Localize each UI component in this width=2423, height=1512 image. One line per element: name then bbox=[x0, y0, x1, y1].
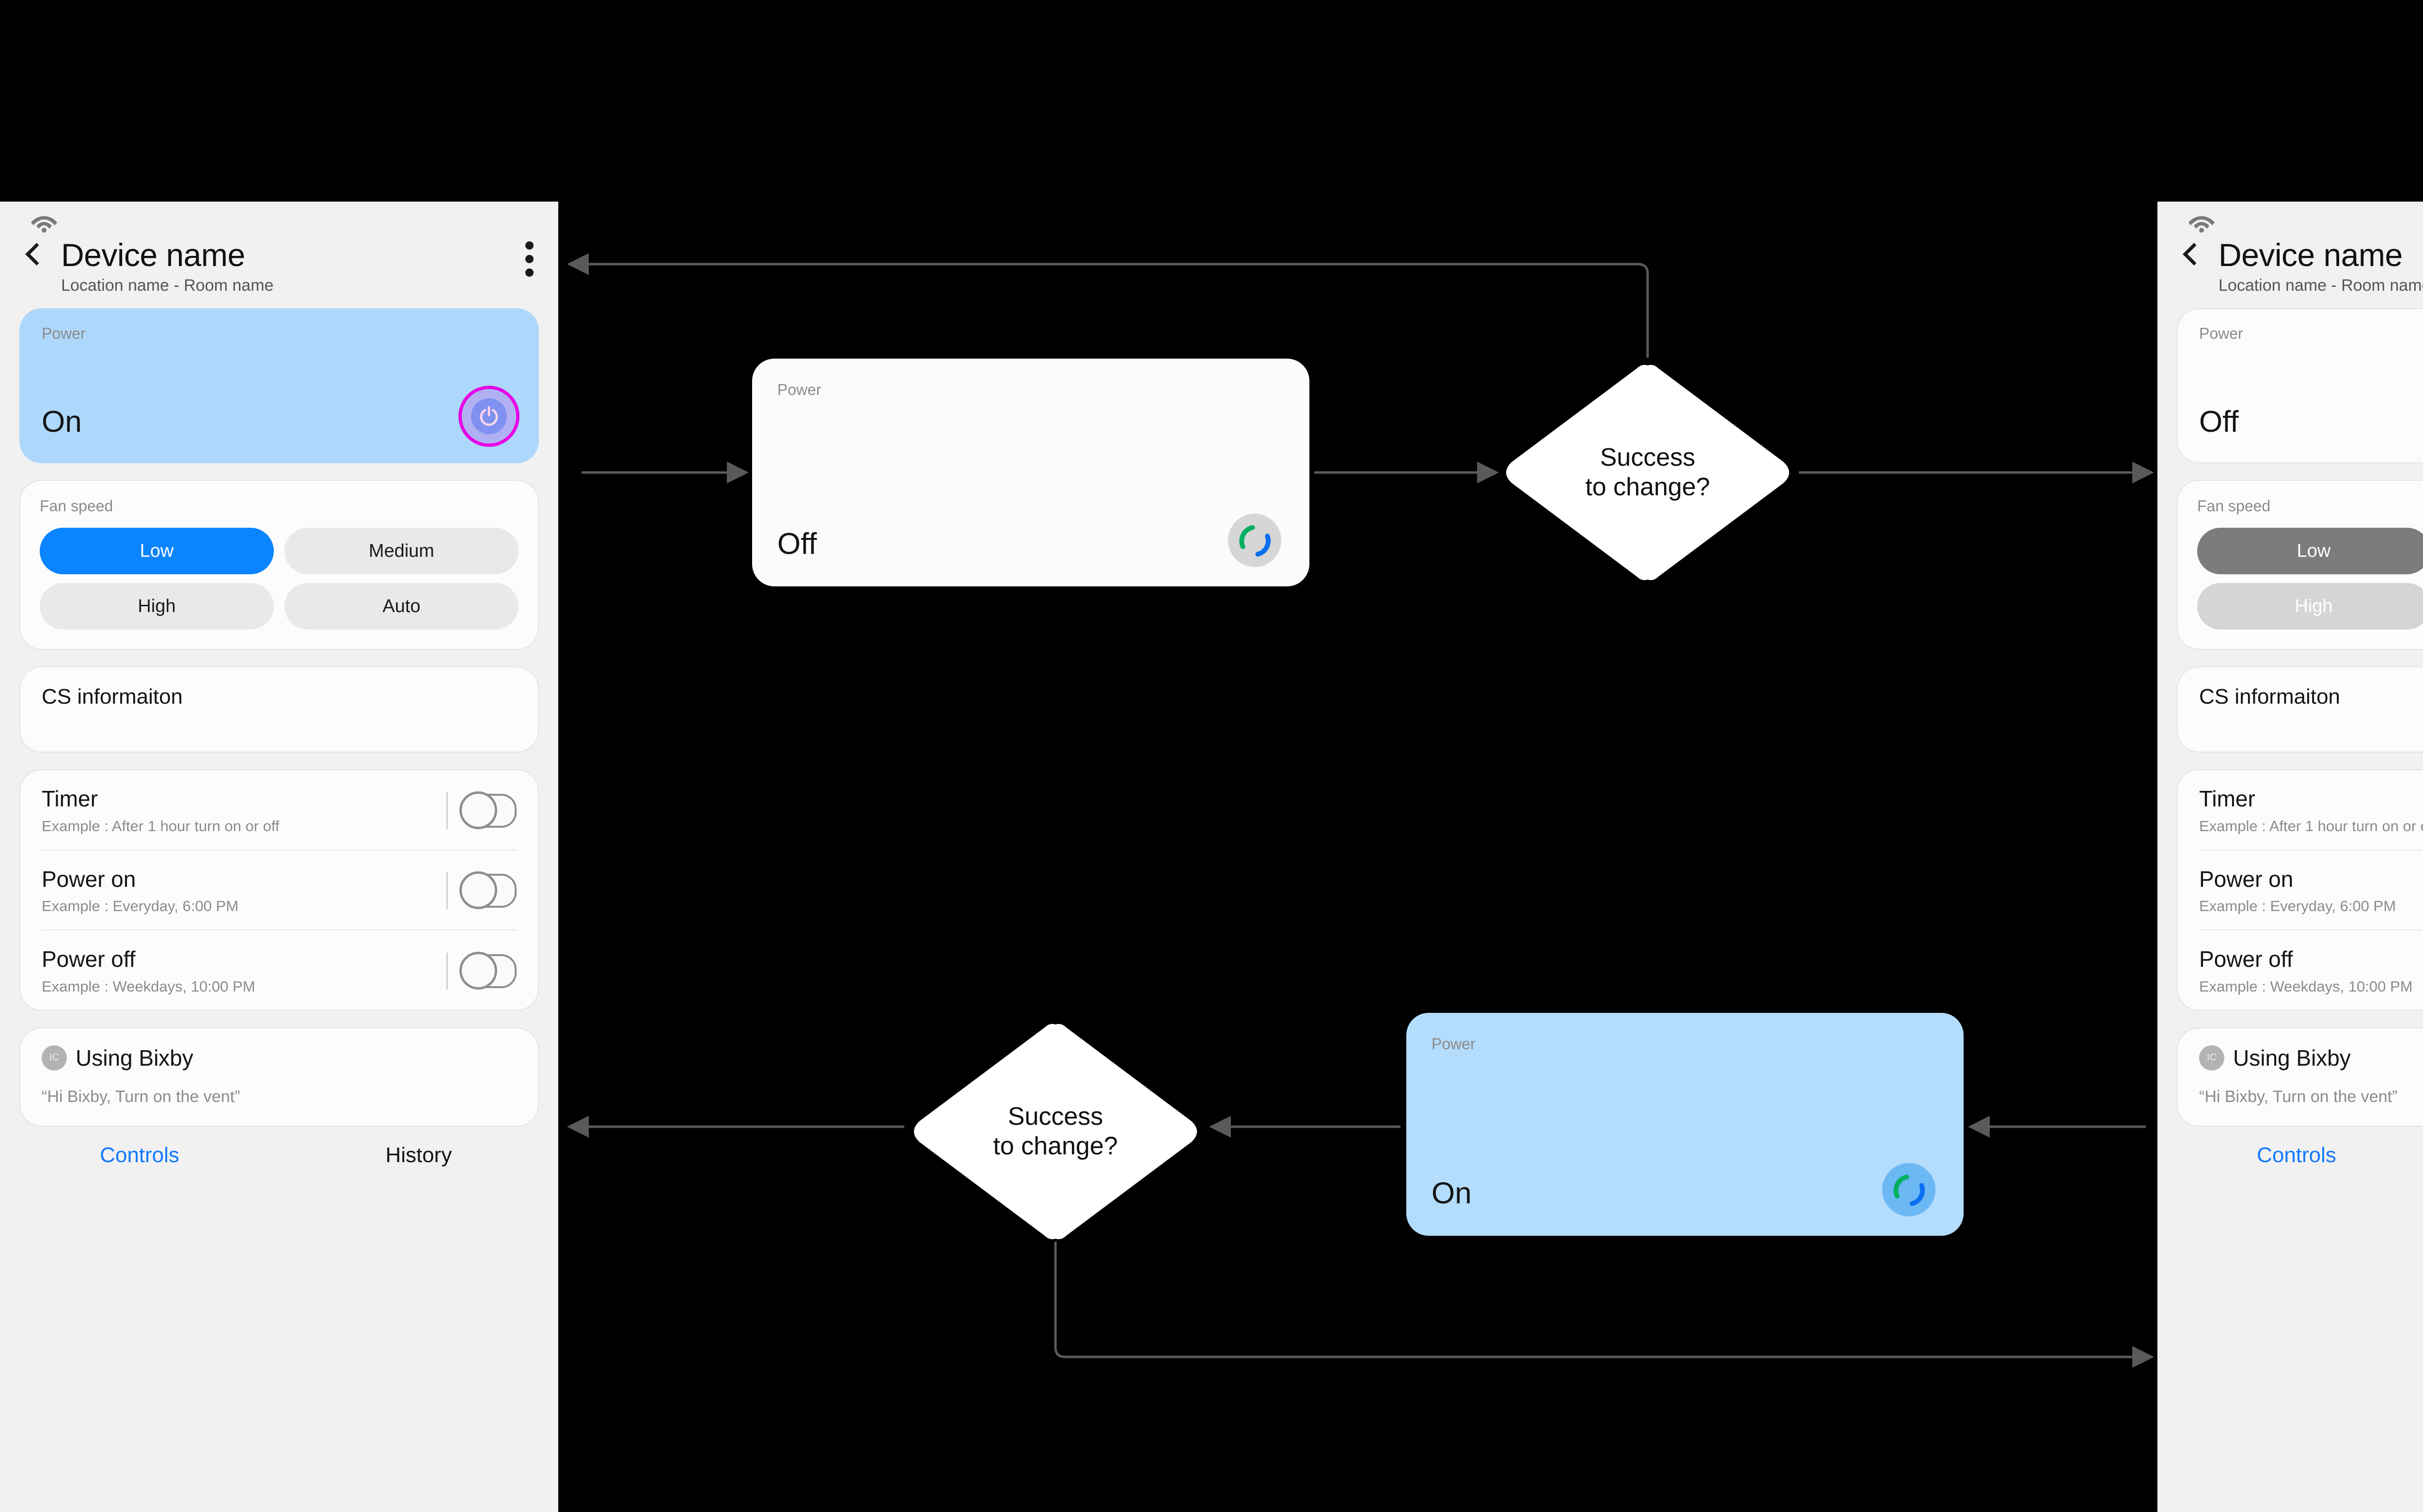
power-card[interactable]: Power On bbox=[19, 308, 539, 463]
cs-information-card[interactable]: CS informaiton bbox=[19, 666, 539, 753]
power-on-toggle[interactable] bbox=[459, 871, 517, 910]
fan-speed-label: Fan speed bbox=[2197, 497, 2271, 515]
fan-speed-option-auto[interactable]: Auto bbox=[284, 583, 519, 630]
arrow-decision-bottom-loop bbox=[1054, 1242, 2154, 1368]
power-button[interactable] bbox=[458, 386, 519, 447]
bixby-quote: “Hi Bixby, Turn on the vent” bbox=[42, 1087, 240, 1106]
divider bbox=[446, 792, 448, 829]
fan-speed-card: Fan speed Low Medium High Auto bbox=[2177, 480, 2423, 650]
avatar: IC bbox=[2199, 1045, 2224, 1071]
loading-spinner-icon bbox=[1228, 514, 1281, 567]
decision-label-line1: Success bbox=[1600, 443, 1696, 472]
cs-information-card[interactable]: CS informaiton bbox=[2177, 666, 2423, 753]
decision-node-success-top: Success to change? bbox=[1502, 359, 1793, 586]
app-bar: Device name Location name - Room name bbox=[0, 231, 558, 308]
power-state-value: On bbox=[42, 405, 82, 439]
arrow-decision-top-loop bbox=[567, 253, 1649, 358]
kebab-menu-icon[interactable] bbox=[525, 241, 536, 282]
tab-controls[interactable]: Controls bbox=[2257, 1143, 2336, 1167]
timer-toggle[interactable] bbox=[459, 791, 517, 829]
back-icon[interactable] bbox=[2177, 241, 2205, 269]
flow-power-label: Power bbox=[777, 381, 821, 398]
decision-label-line2: to change? bbox=[1585, 473, 1710, 501]
fan-speed-option-low[interactable]: Low bbox=[2197, 528, 2423, 574]
flow-node-power-on: Power On bbox=[1406, 1013, 1964, 1236]
bixby-title: Using Bixby bbox=[76, 1045, 193, 1071]
decision-label-line2: to change? bbox=[993, 1132, 1118, 1160]
bixby-card[interactable]: IC Using Bixby “Hi Bixby, Turn on the ve… bbox=[2177, 1027, 2423, 1127]
fan-speed-option-low[interactable]: Low bbox=[40, 528, 274, 574]
bixby-quote: “Hi Bixby, Turn on the vent” bbox=[2199, 1087, 2398, 1106]
fan-speed-card: Fan speed Low Medium High Auto bbox=[19, 480, 539, 650]
power-label: Power bbox=[2199, 325, 2243, 342]
page-subtitle: Location name - Room name bbox=[61, 276, 274, 295]
timer-example: Example : Everyday, 6:00 PM bbox=[2199, 898, 2396, 915]
page-subtitle: Location name - Room name bbox=[2218, 276, 2423, 295]
timer-card: Timer Example : After 1 hour turn on or … bbox=[19, 769, 539, 1011]
timer-example: Example : Weekdays, 10:00 PM bbox=[2199, 977, 2413, 995]
focus-ring bbox=[458, 386, 519, 447]
timer-title: Power on bbox=[2199, 866, 2294, 892]
timer-example: Example : Weekdays, 10:00 PM bbox=[42, 977, 255, 995]
fan-speed-option-medium[interactable]: Medium bbox=[284, 528, 519, 574]
loading-spinner-icon bbox=[1882, 1163, 1935, 1216]
bixby-card[interactable]: IC Using Bixby “Hi Bixby, Turn on the ve… bbox=[19, 1027, 539, 1127]
power-off-toggle[interactable] bbox=[459, 951, 517, 990]
timer-title: Timer bbox=[2199, 786, 2255, 811]
list-item[interactable]: Power on Example : Everyday, 6:00 PM bbox=[2199, 849, 2423, 930]
decision-label-line1: Success bbox=[1007, 1102, 1103, 1131]
page-title: Device name bbox=[61, 237, 245, 273]
list-item[interactable]: Power off Example : Weekdays, 10:00 PM bbox=[2199, 929, 2423, 1010]
wifi-icon bbox=[31, 216, 57, 233]
bottom-tabs: Controls History bbox=[0, 1143, 558, 1167]
list-item[interactable]: Power on Example : Everyday, 6:00 PM bbox=[42, 849, 517, 930]
fan-speed-option-high[interactable]: High bbox=[40, 583, 274, 630]
timer-title: Power off bbox=[2199, 946, 2293, 972]
divider bbox=[446, 952, 448, 990]
phone-screen-right: Device name Location name - Room name Po… bbox=[2157, 202, 2423, 1512]
timer-example: Example : Everyday, 6:00 PM bbox=[42, 898, 239, 915]
bottom-tabs: Controls History bbox=[2157, 1143, 2423, 1167]
list-item[interactable]: Timer Example : After 1 hour turn on or … bbox=[2199, 770, 2423, 850]
bixby-title: Using Bixby bbox=[2233, 1045, 2351, 1071]
power-card[interactable]: Power Off bbox=[2177, 308, 2423, 463]
timer-card: Timer Example : After 1 hour turn on or … bbox=[2177, 769, 2423, 1011]
back-icon[interactable] bbox=[19, 241, 47, 269]
flow-power-state: Off bbox=[777, 527, 817, 561]
tab-controls[interactable]: Controls bbox=[100, 1143, 179, 1167]
list-item[interactable]: Power off Example : Weekdays, 10:00 PM bbox=[42, 929, 517, 1010]
fan-speed-option-high[interactable]: High bbox=[2197, 583, 2423, 630]
fan-speed-label: Fan speed bbox=[40, 497, 113, 515]
status-bar bbox=[0, 202, 558, 233]
timer-example: Example : After 1 hour turn on or off bbox=[42, 817, 280, 835]
app-bar: Device name Location name - Room name bbox=[2157, 231, 2423, 308]
timer-title: Timer bbox=[42, 786, 98, 811]
power-state-value: Off bbox=[2199, 405, 2239, 439]
wifi-icon bbox=[2188, 216, 2215, 233]
decision-node-success-bottom: Success to change? bbox=[910, 1018, 1201, 1245]
flow-node-power-off: Power Off bbox=[752, 359, 1309, 586]
tab-history[interactable]: History bbox=[385, 1143, 452, 1167]
timer-title: Power on bbox=[42, 866, 136, 892]
flow-power-label: Power bbox=[1432, 1035, 1476, 1053]
cs-information-label: CS informaiton bbox=[42, 685, 183, 709]
flow-power-state: On bbox=[1432, 1177, 1472, 1210]
divider bbox=[446, 872, 448, 910]
timer-example: Example : After 1 hour turn on or off bbox=[2199, 817, 2423, 835]
cs-information-label: CS informaiton bbox=[2199, 685, 2341, 709]
page-title: Device name bbox=[2218, 237, 2403, 273]
power-label: Power bbox=[42, 325, 86, 342]
status-bar bbox=[2157, 202, 2423, 233]
list-item[interactable]: Timer Example : After 1 hour turn on or … bbox=[42, 770, 517, 850]
avatar: IC bbox=[42, 1045, 67, 1071]
phone-screen-left: Device name Location name - Room name Po… bbox=[0, 202, 558, 1512]
timer-title: Power off bbox=[42, 946, 136, 972]
